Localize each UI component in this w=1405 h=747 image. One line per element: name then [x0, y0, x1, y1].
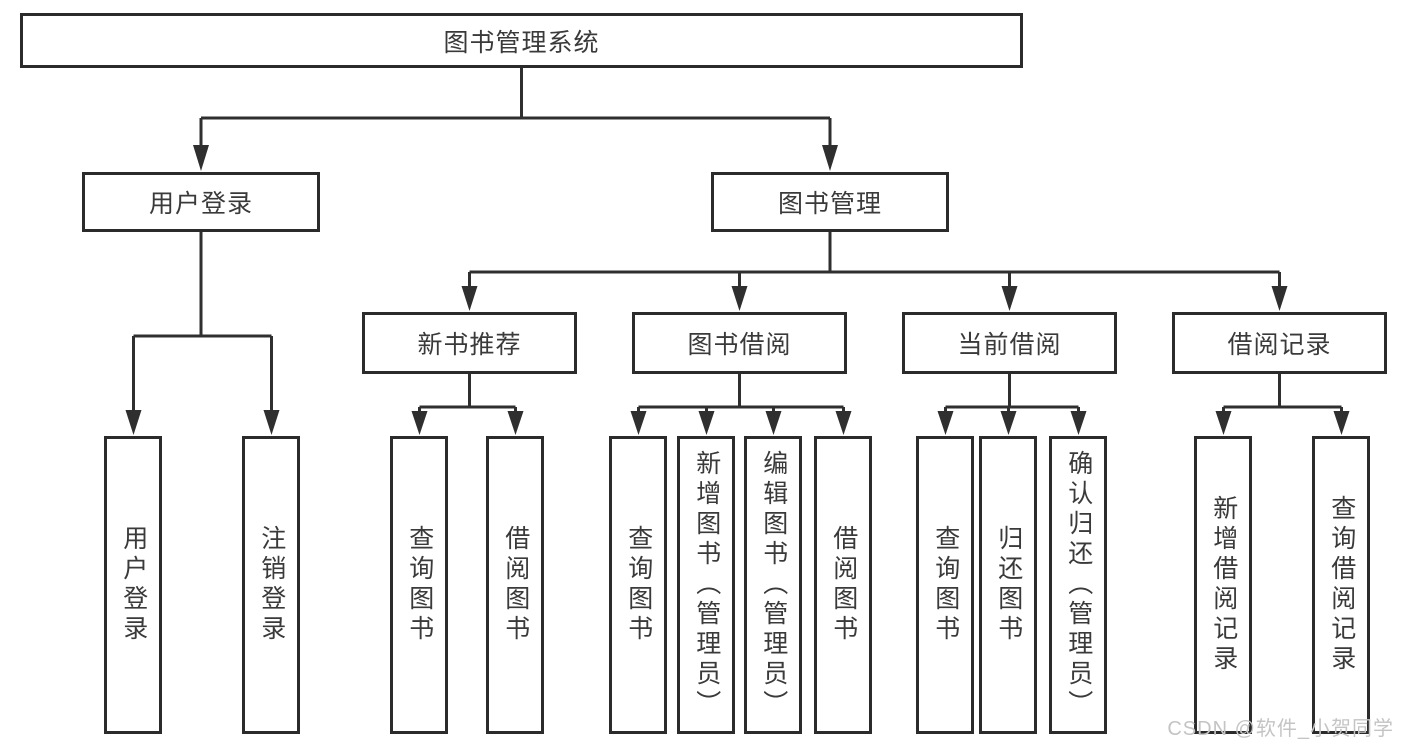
- connector-current-branch: [937, 374, 1087, 435]
- leaf-label: 查询图书: [405, 525, 434, 645]
- leaf-user-login: 用户登录: [104, 436, 162, 734]
- leaf-label: 借阅图书: [501, 525, 530, 645]
- leaf-add-borrow-record: 新增借阅记录: [1194, 436, 1252, 734]
- node-label: 图书管理: [777, 190, 882, 218]
- leaf-label: 新增借阅记录: [1209, 495, 1238, 675]
- leaf-query-book-current: 查询图书: [916, 436, 974, 734]
- node-label: 借阅记录: [1227, 331, 1332, 359]
- leaf-label: 归还图书: [994, 525, 1023, 645]
- connector-recommend-branch: [411, 374, 524, 435]
- node-label: 图书借阅: [687, 331, 792, 359]
- leaf-label: 编辑图书（管理员）: [759, 450, 788, 720]
- node-book-management: 图书管理: [711, 172, 949, 232]
- leaf-label: 查询借阅记录: [1327, 495, 1356, 675]
- leaf-label: 注销登录: [257, 525, 286, 645]
- node-label: 当前借阅: [957, 331, 1062, 359]
- node-user-login: 用户登录: [82, 172, 320, 232]
- leaf-edit-book-admin: 编辑图书（管理员）: [744, 436, 802, 734]
- connector-login-branch: [125, 232, 280, 435]
- leaf-label: 借阅图书: [829, 525, 858, 645]
- leaf-confirm-return-admin: 确认归还（管理员）: [1049, 436, 1107, 734]
- leaf-return-book: 归还图书: [979, 436, 1037, 734]
- leaf-query-book-borrow: 查询图书: [609, 436, 667, 734]
- connector-root-to-level2: [193, 68, 838, 171]
- node-new-book-recommend: 新书推荐: [362, 312, 577, 374]
- node-borrow-records: 借阅记录: [1172, 312, 1387, 374]
- csdn-watermark: CSDN @软件_小贺同学: [1167, 718, 1394, 740]
- node-book-borrow: 图书借阅: [632, 312, 847, 374]
- leaf-add-book-admin: 新增图书（管理员）: [677, 436, 735, 734]
- node-current-borrow: 当前借阅: [902, 312, 1117, 374]
- connector-mgmt-to-level3: [461, 232, 1288, 311]
- connector-records-branch: [1215, 374, 1350, 435]
- connector-borrow-branch: [630, 374, 852, 435]
- node-root-library-system: 图书管理系统: [20, 13, 1023, 68]
- leaf-label: 新增图书（管理员）: [692, 450, 721, 720]
- node-label: 图书管理系统: [443, 28, 600, 57]
- leaf-query-borrow-record: 查询借阅记录: [1312, 436, 1370, 734]
- leaf-label: 查询图书: [624, 525, 653, 645]
- leaf-label: 用户登录: [119, 525, 148, 645]
- leaf-query-book-recommend: 查询图书: [390, 436, 448, 734]
- leaf-label: 确认归还（管理员）: [1064, 450, 1093, 720]
- node-label: 用户登录: [148, 190, 253, 218]
- leaf-logout-login: 注销登录: [242, 436, 300, 734]
- leaf-label: 查询图书: [931, 525, 960, 645]
- leaf-borrow-book: 借阅图书: [814, 436, 872, 734]
- leaf-borrow-book-recommend: 借阅图书: [486, 436, 544, 734]
- node-label: 新书推荐: [417, 331, 522, 359]
